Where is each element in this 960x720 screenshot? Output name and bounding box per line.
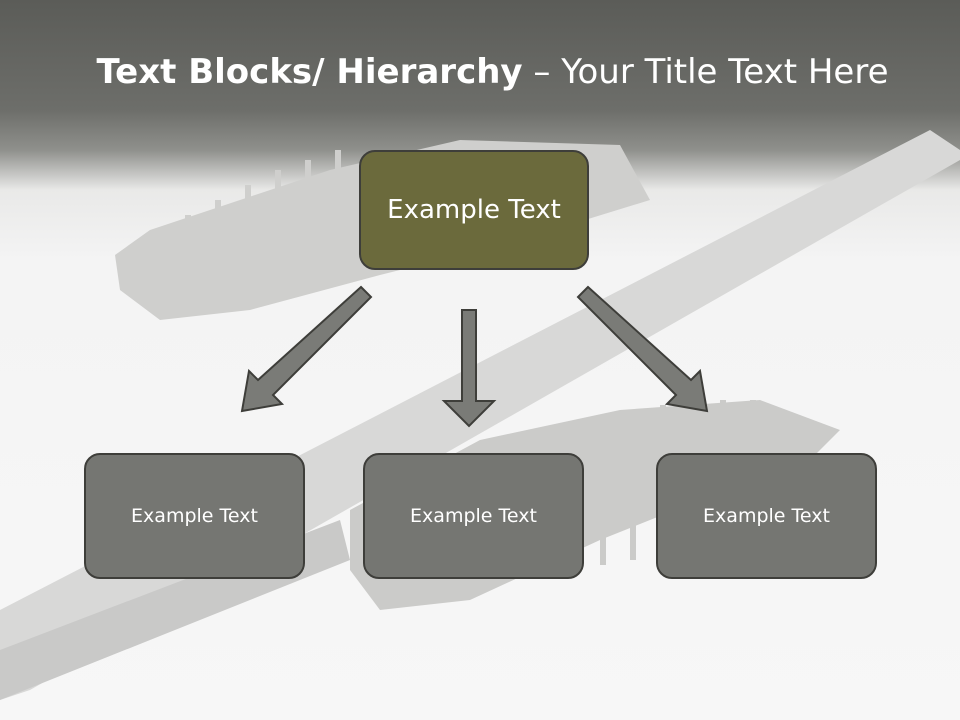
title-bold: Text Blocks/ Hierarchy [96,52,523,92]
slide-title: Text Blocks/ Hierarchy – Your Title Text… [0,52,960,92]
title-rest: – Your Title Text Here [522,52,889,92]
child-node-left: Example Text [84,453,305,579]
arrow-right [576,285,709,413]
child-node-right: Example Text [656,453,877,579]
arrow-center [441,309,497,428]
arrow-left [240,285,373,413]
child-node-center: Example Text [363,453,584,579]
root-node: Example Text [359,150,589,270]
